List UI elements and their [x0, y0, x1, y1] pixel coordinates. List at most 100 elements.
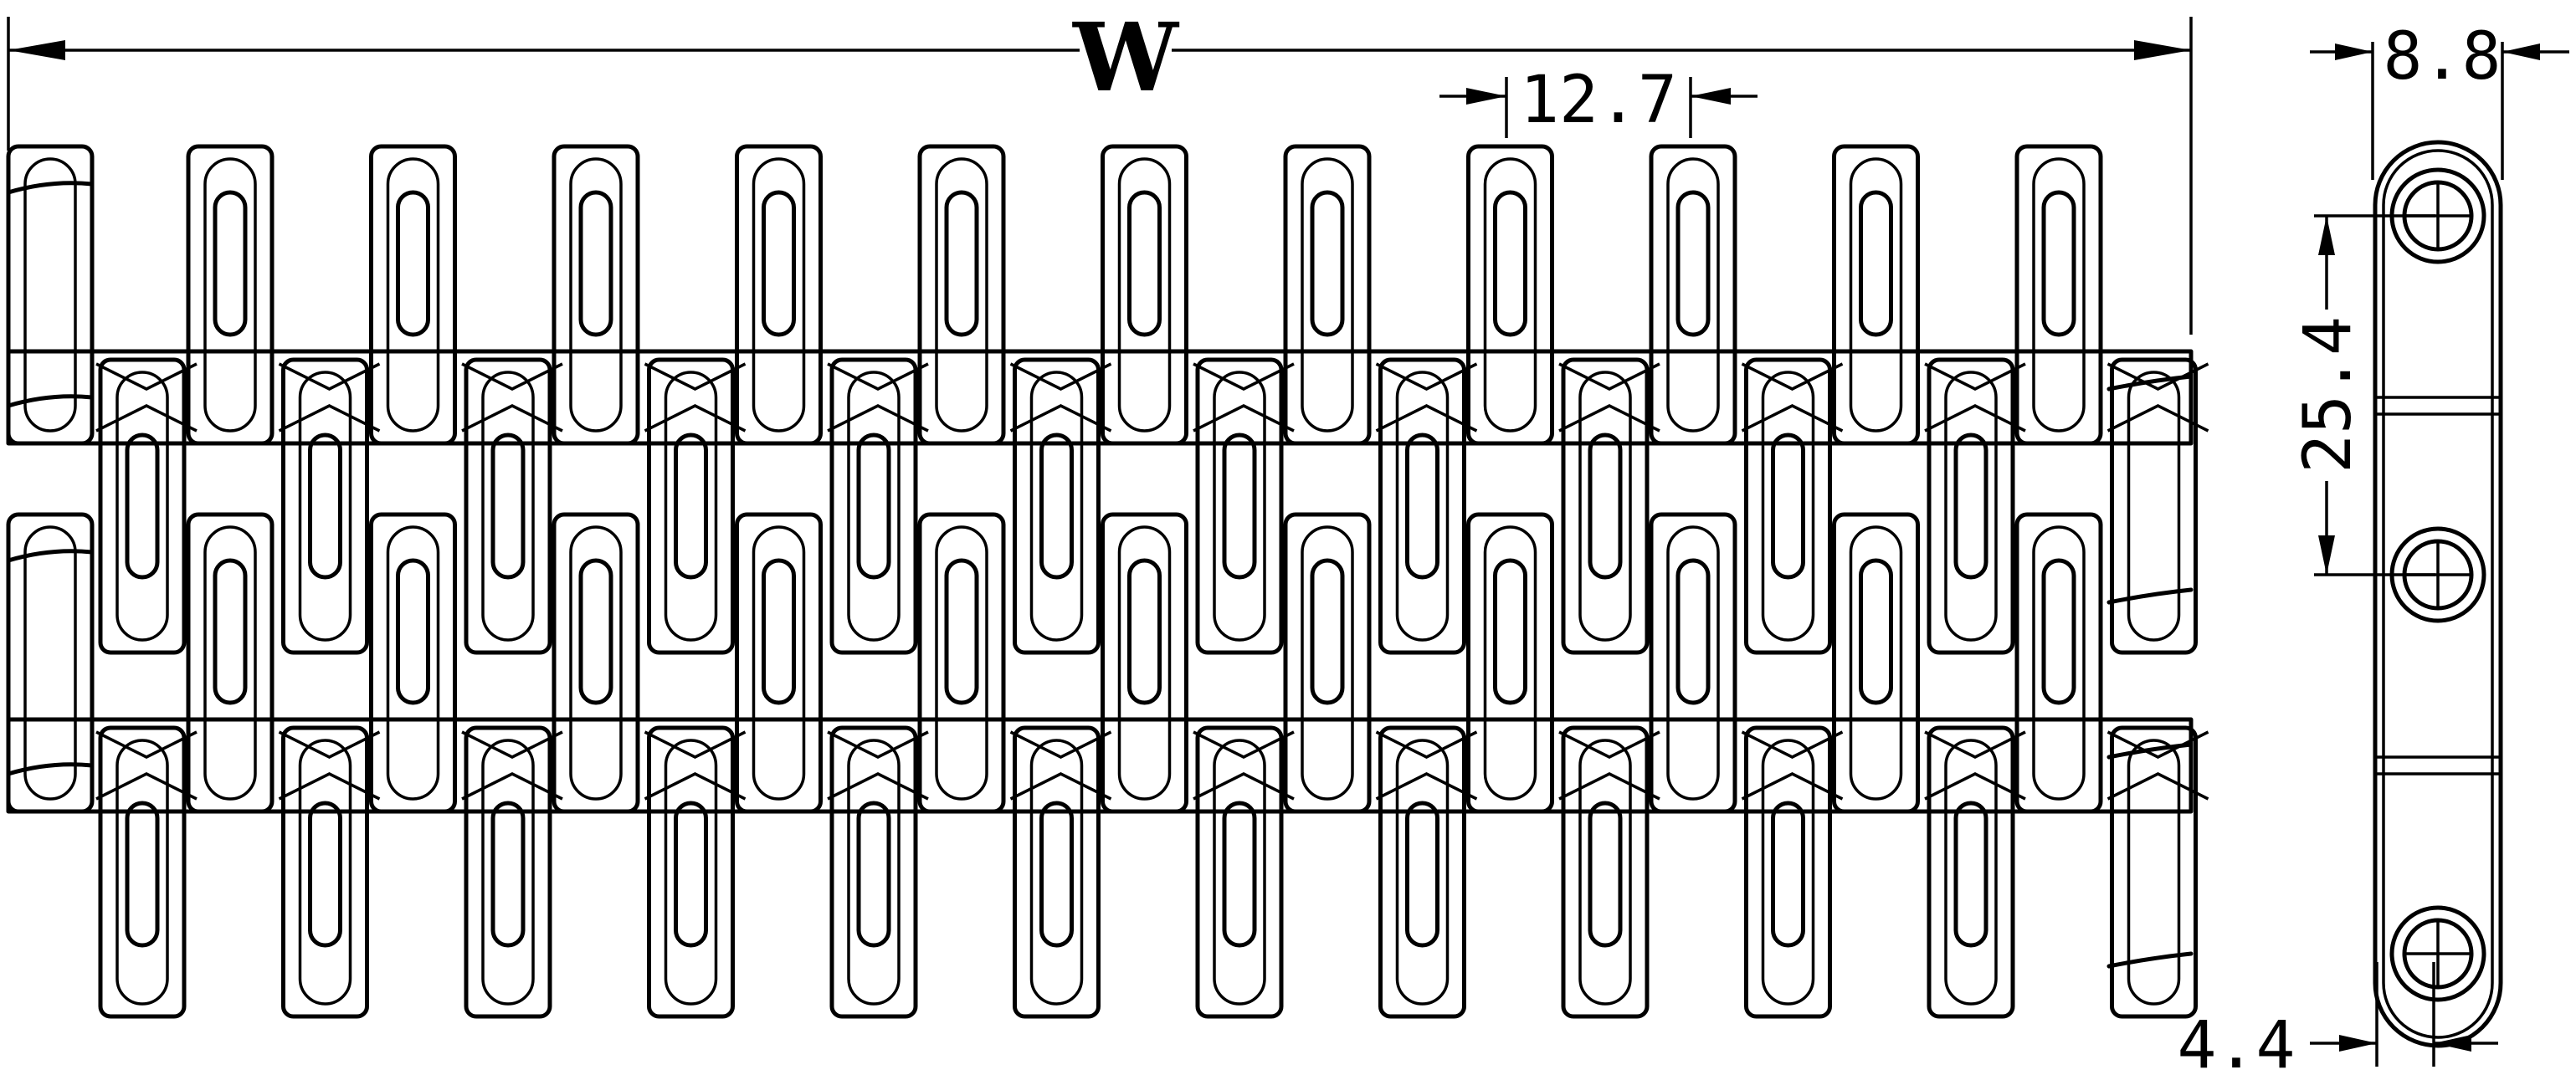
belt-side-view — [2373, 140, 2503, 1048]
lower-link-inner — [847, 739, 901, 1006]
lower-link-slot — [125, 801, 160, 948]
crossbar-chevron — [1741, 362, 1844, 391]
crossbar-chevron — [1741, 404, 1844, 433]
upper-link-inner — [1666, 525, 1720, 801]
crossbar-chevron — [1924, 362, 2026, 391]
crossbar-chevron — [1558, 362, 1660, 391]
crossbar-chevron — [95, 404, 198, 433]
lower-link-inner — [664, 739, 718, 1006]
edge-curve — [2106, 951, 2194, 969]
upper-link-slot — [1310, 190, 1345, 337]
crossbar-chevron — [2106, 362, 2209, 391]
lower-link-inner — [2127, 739, 2181, 1006]
crossbar-chevron — [1009, 362, 1112, 391]
upper-link-slot — [762, 190, 796, 337]
crossbar-chevron — [278, 404, 381, 433]
crossbar-chevron — [278, 362, 381, 391]
lower-link-inner — [1761, 739, 1815, 1006]
upper-link-inner — [1483, 525, 1537, 801]
lower-link-inner — [1213, 371, 1266, 642]
crossbar-chevron — [1009, 772, 1112, 801]
lower-link-inner — [1944, 371, 1998, 642]
crossbar-chevron — [644, 404, 747, 433]
lower-link-slot — [674, 801, 708, 948]
crossbar-chevron — [1741, 730, 1844, 759]
upper-link-inner — [935, 525, 988, 801]
upper-link-inner — [1117, 525, 1172, 801]
pitch-half-arrow-left — [1466, 88, 1506, 105]
crossbar-chevron — [1009, 730, 1112, 759]
crossbar-chevron — [1741, 772, 1844, 801]
crossbar-chevron — [827, 362, 929, 391]
crossbar-chevron — [1375, 404, 1478, 433]
crossbar-chevron — [1375, 362, 1478, 391]
lower-link-inner — [664, 371, 718, 642]
upper-link-slot — [1859, 190, 1893, 337]
lower-link-slot — [1039, 433, 1074, 580]
pitch-arrow-bottom — [2318, 535, 2335, 575]
lower-link-fin — [1744, 725, 1832, 1019]
lower-link-fin — [1927, 357, 2015, 655]
crossbar-chevron — [644, 362, 747, 391]
crossbar-chevron — [1924, 730, 2026, 759]
upper-link-slot — [396, 190, 430, 337]
lower-link-fin — [647, 357, 735, 655]
edge-curve — [2106, 587, 2194, 605]
upper-link-slot — [944, 558, 979, 705]
upper-link-inner — [1117, 157, 1172, 433]
lower-link-slot — [1405, 433, 1439, 580]
crossbar-chevron — [1193, 730, 1295, 759]
lower-link-inner — [2127, 371, 2181, 642]
upper-link-slot — [1127, 190, 1162, 337]
upper-link-slot — [1493, 558, 1527, 705]
pitch-arrow-top — [2318, 216, 2335, 255]
upper-link-inner — [2032, 157, 2086, 433]
lower-link-slot — [1771, 801, 1805, 948]
upper-link-inner — [23, 157, 77, 433]
lower-link-slot — [308, 801, 342, 948]
upper-link-slot — [396, 558, 430, 705]
pitch-half-arrow-right — [1691, 88, 1731, 105]
lower-link-fin — [98, 725, 187, 1019]
module-row-2 — [6, 512, 2209, 1019]
lower-link-inner — [1761, 371, 1815, 642]
upper-link-slot — [762, 558, 796, 705]
crossbar-chevron — [1924, 404, 2026, 433]
side-inner-profile — [2382, 149, 2494, 1039]
lower-link-slot — [1771, 433, 1805, 580]
hinge-boss-3 — [2389, 905, 2486, 1002]
lower-link-fin — [2110, 357, 2198, 655]
upper-link-slot — [1127, 558, 1162, 705]
lower-link-fin — [281, 357, 369, 655]
lower-link-fin — [1561, 725, 1650, 1019]
width-arrow-left — [8, 40, 65, 60]
crossbar-chevron — [461, 362, 563, 391]
crossbar-chevron — [2106, 772, 2209, 801]
lower-link-fin — [647, 725, 735, 1019]
edge-curve — [6, 549, 95, 563]
crossbar-chevron — [461, 772, 563, 801]
lower-link-fin — [1927, 725, 2015, 1019]
side-outer-profile — [2373, 140, 2503, 1048]
crossbar-chevron — [1193, 362, 1295, 391]
crossbar-chevron — [95, 730, 198, 759]
upper-link-slot — [213, 190, 248, 337]
crossbar-chevron — [1924, 772, 2026, 801]
thickness-label: 8.8 — [2384, 19, 2502, 95]
module-crossbar — [6, 349, 2194, 446]
lower-link-inner — [1395, 739, 1450, 1006]
lower-link-inner — [1944, 739, 1998, 1006]
crossbar-chevron — [461, 404, 563, 433]
upper-link-slot — [213, 558, 248, 705]
crossbar-chevron — [1193, 772, 1295, 801]
lower-link-fin — [1744, 357, 1832, 655]
upper-link-slot — [578, 558, 613, 705]
upper-link-inner — [752, 157, 806, 433]
crossbar-chevron — [644, 730, 747, 759]
upper-link-inner — [1301, 525, 1354, 801]
crossbar-chevron — [95, 772, 198, 801]
hinge-arrow-left — [2339, 1035, 2377, 1052]
upper-link-inner — [23, 525, 77, 801]
lower-link-fin — [281, 725, 369, 1019]
